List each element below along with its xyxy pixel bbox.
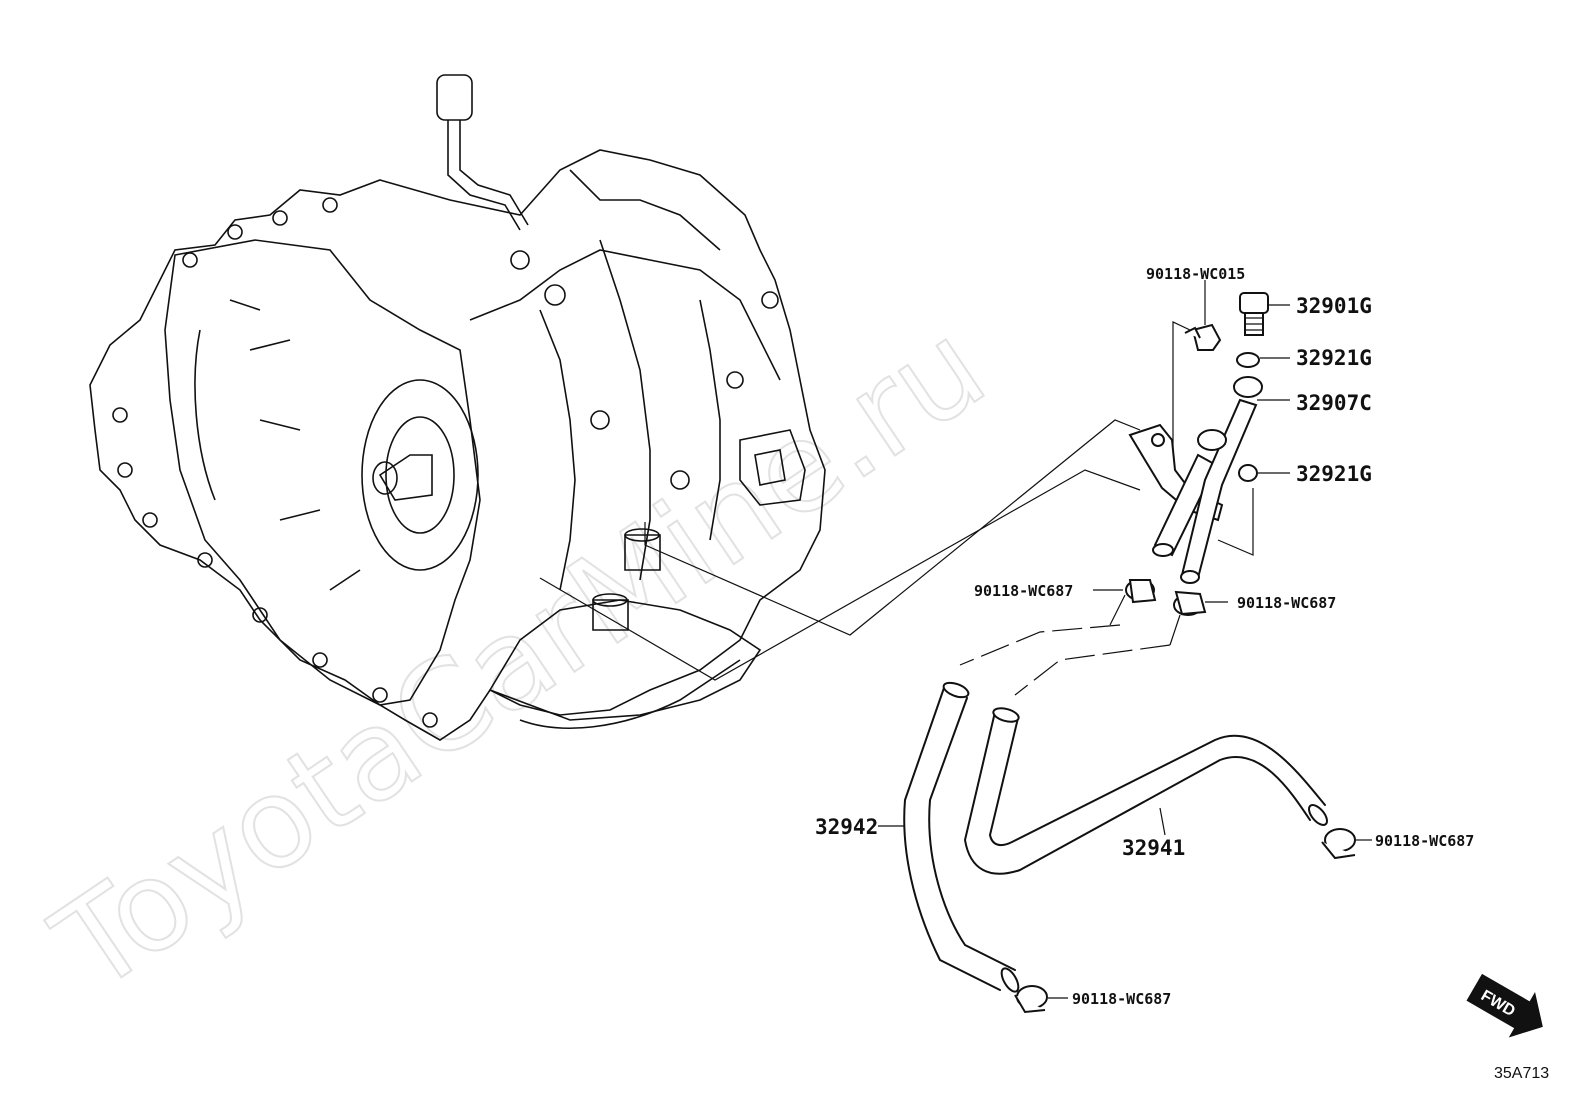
bracket-lines — [1172, 321, 1254, 556]
bolt-icon — [1184, 323, 1222, 351]
label-clip-end-right: 90118-WC687 — [1375, 832, 1474, 850]
label-union-bolt: 32907C — [1296, 391, 1372, 415]
hose-inlet — [903, 681, 1020, 993]
label-hose-outlet: 32941 — [1122, 836, 1185, 860]
label-clip-end-bottom: 90118-WC687 — [1072, 990, 1171, 1008]
transmission-assembly — [89, 74, 826, 741]
oil-cooler-pipes — [1128, 376, 1263, 584]
label-gasket-upper: 32921G — [1296, 346, 1372, 370]
gasket-lower-icon — [1238, 464, 1258, 482]
label-leaders — [878, 280, 1372, 999]
label-gasket-lower: 32921G — [1296, 462, 1372, 486]
hose-outlet — [964, 707, 1328, 875]
plug-icon — [1239, 292, 1269, 336]
clip-end-bottom-icon — [1014, 985, 1048, 1014]
leader-lines-transmission — [539, 419, 1141, 681]
watermark-text: ToyotaCarMine.ru — [30, 295, 1009, 1021]
label-hose-inlet: 32942 — [815, 815, 878, 839]
gasket-upper-icon — [1236, 352, 1260, 368]
diagram-code: 35A713 — [1494, 1065, 1549, 1082]
clip-right-icon — [1173, 590, 1207, 616]
label-clip-left: 90118-WC687 — [974, 582, 1073, 600]
clip-end-right-icon — [1321, 828, 1356, 860]
clip-left-icon — [1125, 579, 1157, 604]
label-plug: 32901G — [1296, 294, 1372, 318]
label-clip-right: 90118-WC687 — [1237, 594, 1336, 612]
leader-lines-hoses — [959, 594, 1181, 696]
fwd-arrow-icon: FWD — [1466, 973, 1543, 1038]
label-bolt-top: 90118-WC015 — [1146, 265, 1245, 283]
